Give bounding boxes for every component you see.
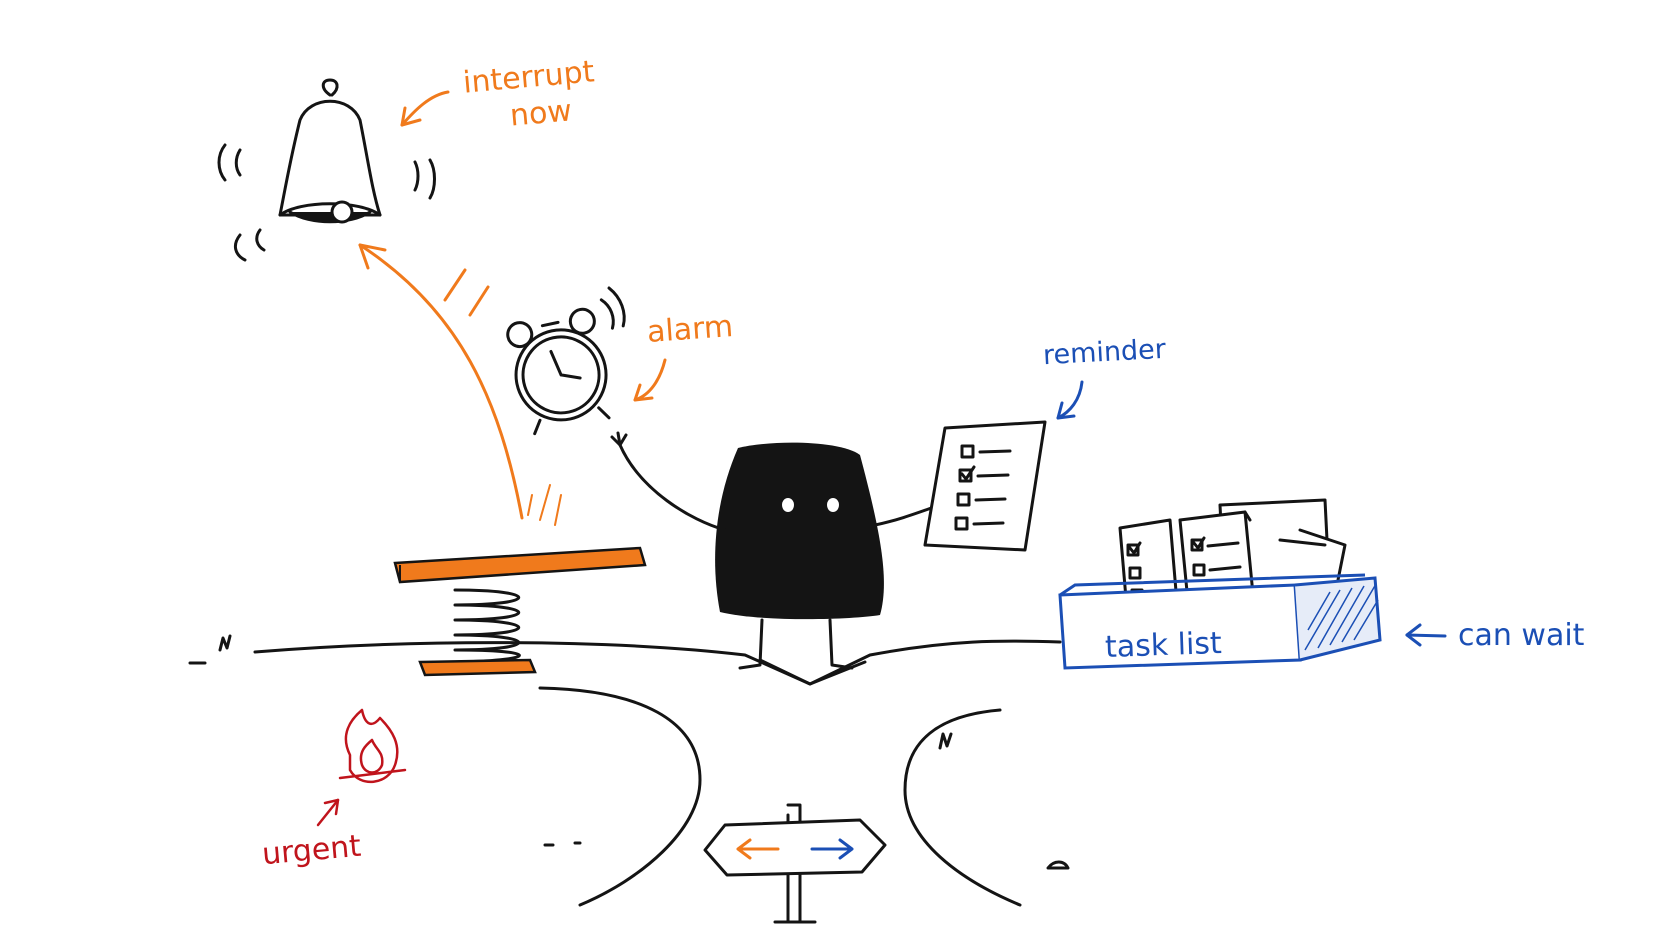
reminder-arrow xyxy=(1056,380,1084,420)
road xyxy=(188,634,1070,907)
character xyxy=(610,431,942,670)
alarm-label: alarm xyxy=(645,309,735,350)
launch-arrow xyxy=(358,243,524,520)
bell-icon xyxy=(217,78,436,262)
reminder-label: reminder xyxy=(1042,333,1167,372)
interrupt-now-label-line2: now xyxy=(508,93,574,134)
signpost-icon xyxy=(703,803,887,924)
fire-icon xyxy=(338,708,407,784)
checklist-paper-icon xyxy=(923,420,1047,552)
can-wait-arrow xyxy=(1405,623,1447,647)
alarm-arrow xyxy=(633,358,667,402)
can-wait-label: can wait xyxy=(1458,618,1585,653)
spring-board-icon xyxy=(393,484,647,677)
task-box-icon xyxy=(1058,498,1382,670)
alarm-clock-icon xyxy=(506,286,626,436)
interrupt-arrow xyxy=(400,90,450,127)
task-list-label: task list xyxy=(1104,625,1223,666)
urgent-arrow xyxy=(316,798,340,827)
